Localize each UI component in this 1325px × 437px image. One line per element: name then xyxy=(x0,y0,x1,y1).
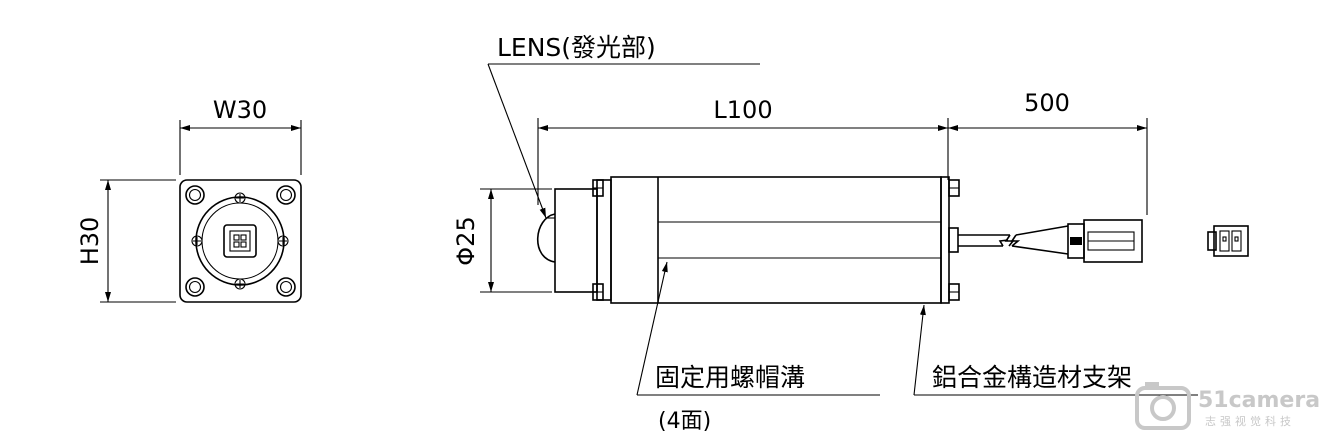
height-dimension: H30 xyxy=(76,179,176,303)
mating-connector xyxy=(1207,225,1249,257)
cable xyxy=(958,225,1069,255)
front-housing xyxy=(179,179,302,303)
lens-dome xyxy=(536,213,556,263)
height-dimension-label: H30 xyxy=(76,217,104,266)
diameter-dimension-label: Φ25 xyxy=(452,216,480,265)
diameter-dimension: Φ25 xyxy=(452,188,552,293)
side-view: LENS(發光部) L100 500 Φ25 xyxy=(452,33,1249,434)
frame-callout: 鋁合金構造材支架 xyxy=(913,304,1198,396)
bezel-screws xyxy=(191,192,289,290)
front-view: W30 H30 xyxy=(76,96,302,303)
groove-note: (4面) xyxy=(658,409,711,434)
led-chip xyxy=(223,224,257,258)
corner-holes xyxy=(185,185,296,297)
groove-callout: 固定用螺帽溝 (4面) xyxy=(636,261,880,434)
cable-length-dimension-label: 500 xyxy=(1024,89,1070,117)
watermark-brand: 51camera xyxy=(1198,388,1320,413)
watermark-tagline: 志强视觉科技 xyxy=(1205,414,1295,428)
lens-holder xyxy=(554,188,598,293)
width-dimension: W30 xyxy=(179,96,302,175)
front-bezel xyxy=(195,196,285,286)
width-dimension-label: W30 xyxy=(213,96,267,124)
rear-flange xyxy=(940,176,960,304)
aluminum-profile-body xyxy=(610,176,942,304)
camera-logo-icon xyxy=(1135,382,1191,430)
front-bezel-inner xyxy=(201,202,279,280)
watermark: 51camera 志强视觉科技 xyxy=(1135,382,1320,430)
lens-label: LENS(發光部) xyxy=(497,33,656,62)
frame-label: 鋁合金構造材支架 xyxy=(932,363,1132,392)
groove-label: 固定用螺帽溝 xyxy=(655,363,805,392)
lens-callout: LENS(發光部) xyxy=(487,33,760,219)
cable-connector xyxy=(1067,219,1143,263)
length-dimension-label: L100 xyxy=(713,96,772,124)
front-flange xyxy=(592,179,612,301)
cable-length-dimension: 500 xyxy=(948,89,1148,215)
length-dimension: L100 xyxy=(537,96,949,205)
